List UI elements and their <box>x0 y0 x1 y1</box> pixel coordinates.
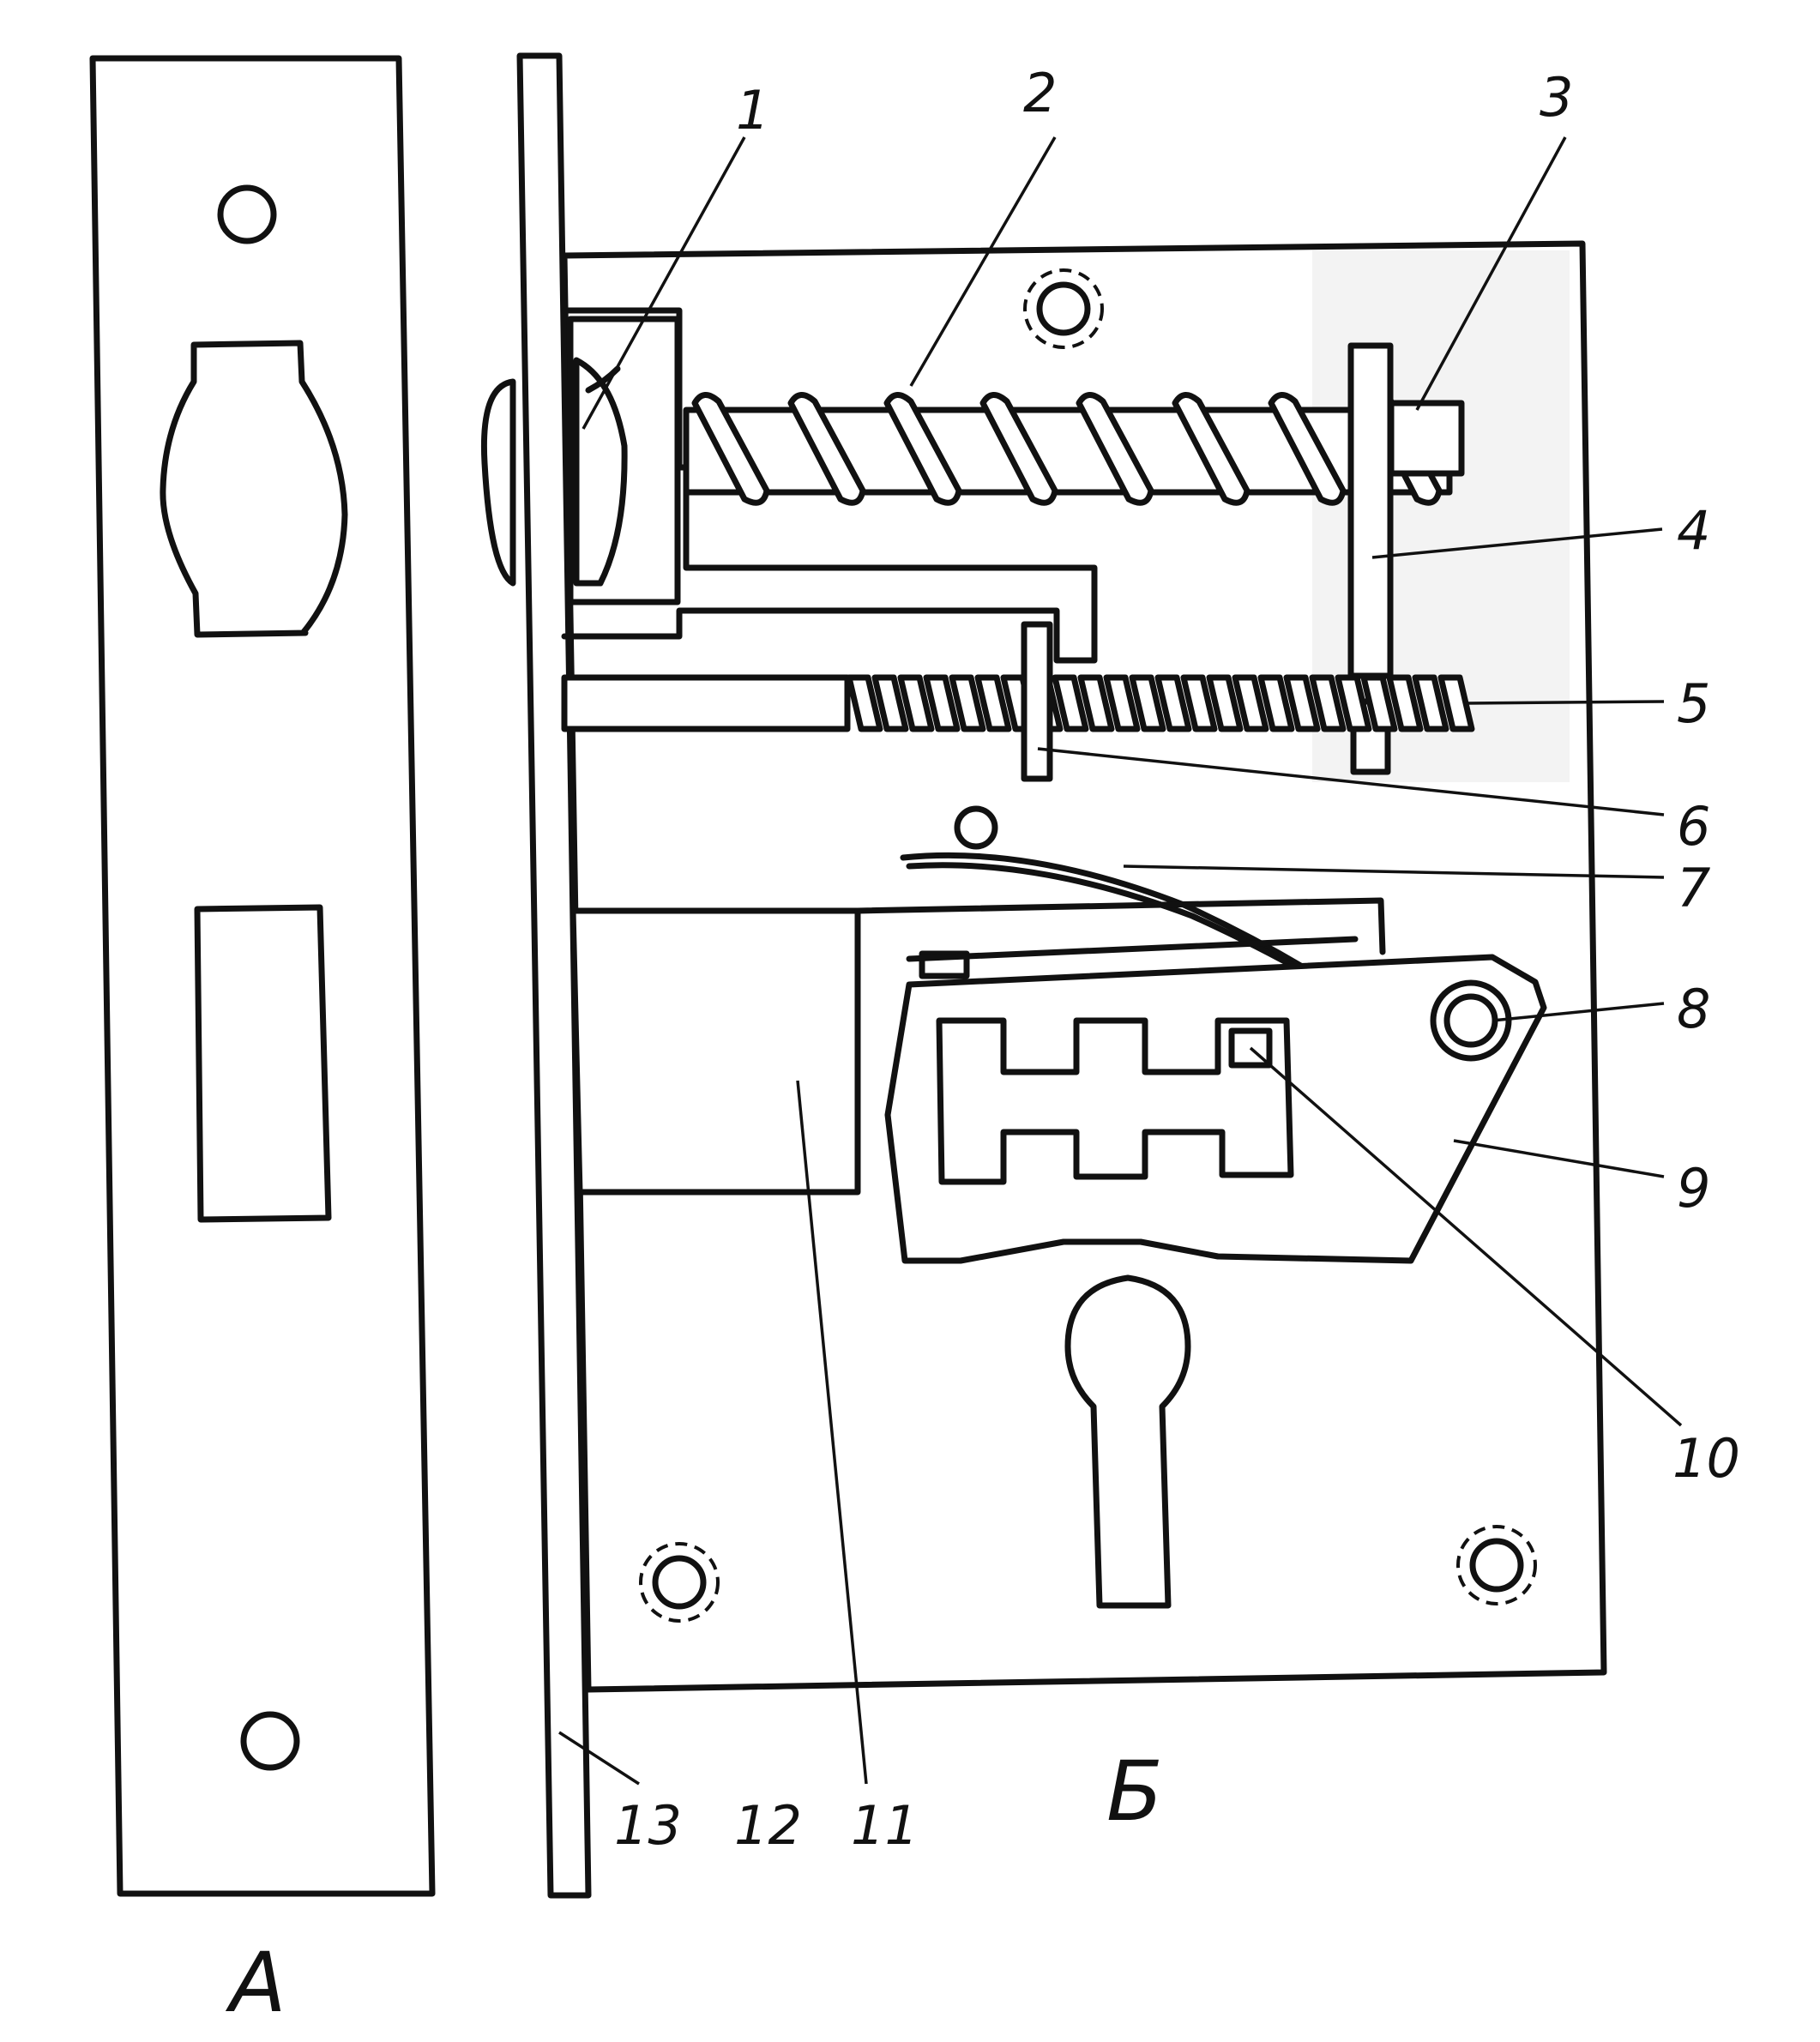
view-label-b: Б <box>1106 1744 1163 1840</box>
bolt-spring-coil <box>871 674 909 732</box>
bolt-spring-coil <box>1386 674 1424 732</box>
screw-hole-bottom <box>240 1711 300 1771</box>
bolt-rod <box>561 674 851 732</box>
screw-hole-top <box>217 184 277 244</box>
bolt-spring-coil <box>1437 674 1475 732</box>
face-plate-a <box>89 55 436 1897</box>
spring-coil <box>1076 392 1154 506</box>
label-12: 12 <box>734 1794 802 1857</box>
bolt-spring-coil <box>1154 674 1192 732</box>
label-11: 11 <box>851 1794 919 1857</box>
spring-coil <box>1172 392 1250 506</box>
bolt-opening <box>194 904 332 1223</box>
latch-head <box>480 378 516 587</box>
bolt-spring-coil <box>949 674 986 732</box>
tumbler-gates <box>936 1017 1294 1185</box>
bolt-spring-coil <box>1206 674 1244 732</box>
label-2: 2 <box>1023 62 1057 124</box>
bolt-spring-coil <box>1257 674 1295 732</box>
deadbolt <box>570 907 861 1196</box>
bolt-spring-coil <box>846 674 883 732</box>
view-label-a: А <box>225 1935 286 2031</box>
spring-coil <box>1268 392 1347 506</box>
bolt-spring-coil <box>923 674 961 732</box>
bolt-spring-coil <box>974 674 1012 732</box>
label-4: 4 <box>1677 499 1710 562</box>
bolt-spring-coil <box>897 674 935 732</box>
label-6: 6 <box>1677 795 1710 858</box>
latch-spring <box>683 392 1453 506</box>
bolt-spring-coil <box>1283 674 1321 732</box>
spring-coil <box>691 392 770 506</box>
pivot-pin <box>954 805 998 850</box>
bolt-spring-coil <box>1232 674 1269 732</box>
latch-opening <box>160 340 348 638</box>
bolt-spring-coil <box>1052 674 1089 732</box>
callout-labels: 1 2 3 4 5 6 7 8 9 10 11 12 13 Б А <box>225 62 1740 2031</box>
label-7: 7 <box>1677 857 1710 919</box>
bolt-spring-coil <box>1077 674 1115 732</box>
bolt-spring-coil <box>1180 674 1218 732</box>
spring-coil <box>883 392 962 506</box>
bolt-spring <box>846 674 1475 732</box>
bolt-spring-coil <box>1129 674 1166 732</box>
keyhole <box>1064 1274 1191 1609</box>
screw-top <box>1036 281 1091 336</box>
screw-bottom-right <box>1469 1538 1524 1593</box>
label-13: 13 <box>614 1794 682 1857</box>
bolt-spring-coil <box>1360 674 1398 732</box>
lock-body-b <box>480 52 1607 1899</box>
latch-frame <box>561 307 1098 664</box>
latch-stem <box>1388 400 1465 477</box>
leader-lines <box>558 136 1683 1786</box>
label-10: 10 <box>1672 1427 1740 1490</box>
label-8: 8 <box>1677 978 1710 1040</box>
spring-coil <box>787 392 866 506</box>
bolt-spring-coil <box>1412 674 1449 732</box>
screw-bottom-left <box>652 1555 707 1610</box>
spring-coil <box>979 392 1058 506</box>
bolt-spring-coil <box>1309 674 1347 732</box>
bolt-spring-coil <box>1103 674 1141 732</box>
bolt-spring-coil <box>1335 674 1372 732</box>
label-1: 1 <box>736 79 769 142</box>
bolt-stop <box>1021 621 1053 782</box>
label-3: 3 <box>1540 66 1573 129</box>
latch-lever <box>1347 342 1394 679</box>
label-5: 5 <box>1677 672 1710 735</box>
front-plate <box>516 52 592 1899</box>
label-9: 9 <box>1677 1157 1710 1220</box>
pivot-bolt <box>1430 979 1512 1062</box>
